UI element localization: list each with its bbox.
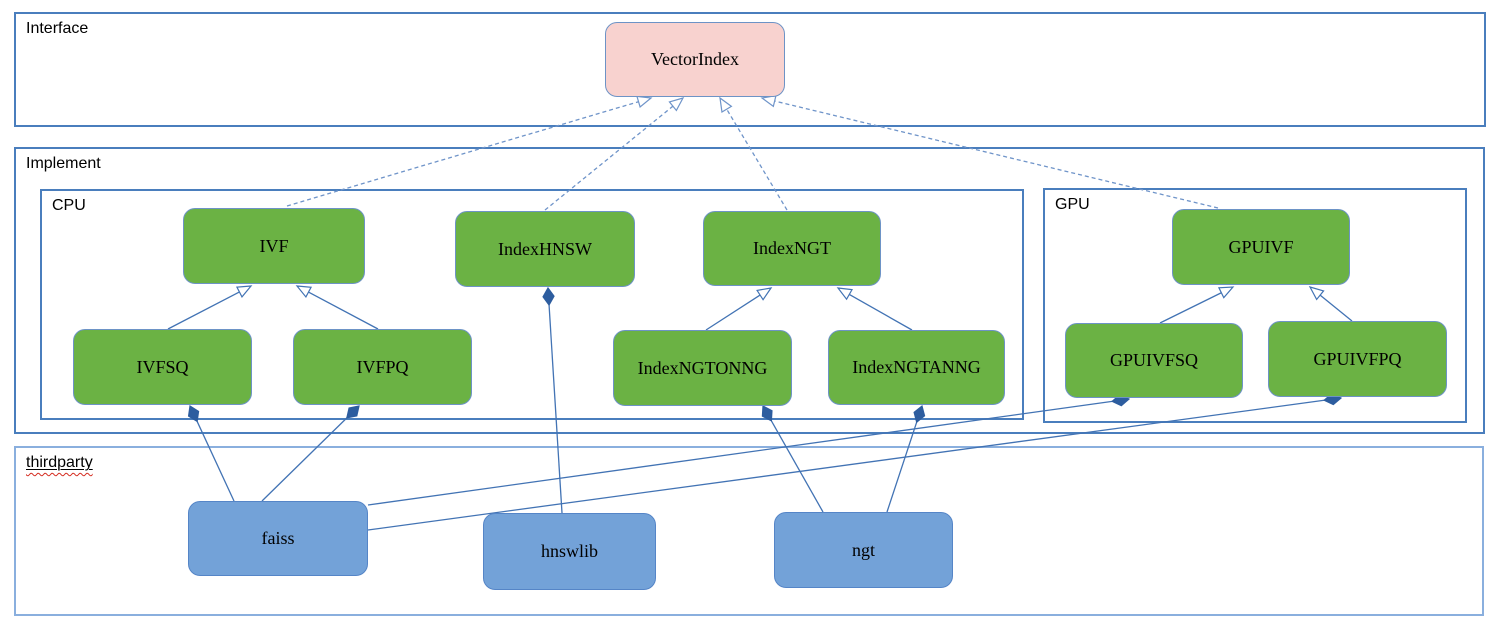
node-vectorindex[interactable]: VectorIndex	[605, 22, 785, 97]
cpu-label: CPU	[52, 197, 86, 214]
edge-ivf-vectorindex[interactable]	[286, 95, 653, 207]
edge-indexngtanng-indexngt[interactable]	[836, 287, 913, 331]
hollow-arrow-marker	[836, 287, 853, 301]
edge-indexngt-vectorindex[interactable]	[719, 96, 788, 211]
edge-gpuivfsq-gpuivf[interactable]	[1159, 286, 1235, 324]
edge-faiss-ivfpq[interactable]	[261, 405, 360, 502]
node-ivf[interactable]: IVF	[183, 208, 365, 284]
cpu-container[interactable]: CPU	[40, 189, 1024, 420]
edge-faiss-gpuivfsq[interactable]	[367, 394, 1131, 506]
gpu-label: GPU	[1055, 196, 1090, 213]
hollow-arrow-marker	[1308, 286, 1325, 301]
edge-line	[286, 101, 639, 207]
node-gpuivfsq-label: GPUIVFSQ	[1109, 350, 1199, 370]
hollow-arrow-marker	[668, 97, 685, 112]
node-gpuivf-label: GPUIVF	[1228, 236, 1294, 257]
implement-label: Implement	[26, 155, 101, 172]
node-gpuivfsq[interactable]: GPUIVFSQ	[1065, 323, 1243, 398]
edge-indexngtonng-indexngt[interactable]	[705, 287, 773, 331]
edge-ivfpq-ivf[interactable]	[295, 285, 379, 330]
hollow-arrow-marker	[636, 95, 653, 109]
node-ivfpq[interactable]: IVFPQ	[293, 329, 472, 405]
edge-line	[308, 291, 379, 330]
thirdparty-label: thirdparty	[26, 454, 93, 471]
edge-line	[1159, 292, 1222, 324]
interface-label: Interface	[26, 20, 89, 37]
node-indexngtanng-label: IndexNGTANNG	[852, 357, 981, 377]
node-faiss[interactable]: faiss	[188, 501, 368, 576]
hollow-arrow-marker	[1217, 286, 1235, 299]
edge-gpuivf-vectorindex[interactable]	[760, 94, 1219, 209]
node-indexngtanng[interactable]: IndexNGTANNG	[828, 330, 1005, 405]
node-hnswlib[interactable]: hnswlib	[483, 513, 656, 590]
edge-line	[774, 100, 1219, 209]
edge-line	[367, 399, 1325, 531]
edge-gpuivfpq-gpuivf[interactable]	[1308, 286, 1353, 322]
hollow-arrow-marker	[295, 285, 313, 299]
edge-faiss-ivfsq[interactable]	[187, 404, 235, 502]
edge-line	[196, 421, 235, 502]
edge-line	[726, 108, 788, 211]
edge-line	[705, 294, 761, 331]
node-indexngt-label: IndexNGT	[753, 238, 831, 258]
edge-indexhnsw-vectorindex[interactable]	[544, 97, 685, 211]
diamond-marker	[346, 405, 360, 419]
node-gpuivfpq[interactable]: GPUIVFPQ	[1268, 321, 1447, 397]
edge-faiss-gpuivfpq[interactable]	[367, 392, 1343, 531]
edge-ngt-indexngtanng[interactable]	[886, 404, 926, 513]
edge-line	[848, 293, 913, 331]
edge-ivfsq-ivf[interactable]	[167, 285, 253, 330]
node-vectorindex-label: VectorIndex	[651, 49, 739, 69]
hollow-arrow-marker	[235, 285, 253, 298]
diamond-marker	[542, 286, 555, 307]
node-indexngtonng-label: IndexNGTONNG	[637, 357, 768, 378]
node-indexngtonng[interactable]: IndexNGTONNG	[613, 330, 792, 406]
node-hnswlib-label: hnswlib	[540, 541, 598, 561]
gpu-container[interactable]: GPU	[1043, 188, 1467, 423]
edge-line	[167, 291, 240, 330]
hollow-arrow-marker	[719, 96, 733, 113]
edge-line	[367, 400, 1113, 506]
thirdparty-container[interactable]: thirdparty	[14, 446, 1484, 616]
diamond-marker	[187, 404, 200, 423]
edge-line	[1319, 294, 1353, 322]
interface-container[interactable]: Interface	[14, 12, 1486, 127]
node-ivfsq[interactable]: IVFSQ	[73, 329, 252, 405]
node-ivfsq-label: IVFSQ	[136, 356, 189, 377]
edge-line	[261, 417, 348, 502]
edge-line	[548, 304, 563, 514]
node-ngt[interactable]: ngt	[774, 512, 953, 588]
node-gpuivf[interactable]: GPUIVF	[1172, 209, 1350, 285]
node-faiss-label: faiss	[261, 528, 295, 548]
edge-ngt-indexngtonng[interactable]	[761, 405, 824, 513]
node-ivfpq-label: IVFPQ	[356, 356, 409, 377]
diamond-marker	[761, 405, 773, 422]
hollow-arrow-marker	[760, 94, 777, 108]
node-indexhnsw-label: IndexHNSW	[498, 238, 592, 259]
edge-line	[770, 420, 824, 513]
hollow-arrow-marker	[756, 287, 773, 301]
node-indexngt[interactable]: IndexNGT	[703, 211, 881, 286]
diamond-marker	[913, 404, 926, 424]
node-indexhnsw[interactable]: IndexHNSW	[455, 211, 635, 287]
node-ivf-label: IVF	[259, 235, 289, 256]
edge-line	[544, 105, 674, 211]
node-gpuivfpq-label: GPUIVFPQ	[1313, 348, 1402, 369]
edge-line	[886, 421, 918, 513]
node-ngt-label: ngt	[851, 539, 875, 560]
